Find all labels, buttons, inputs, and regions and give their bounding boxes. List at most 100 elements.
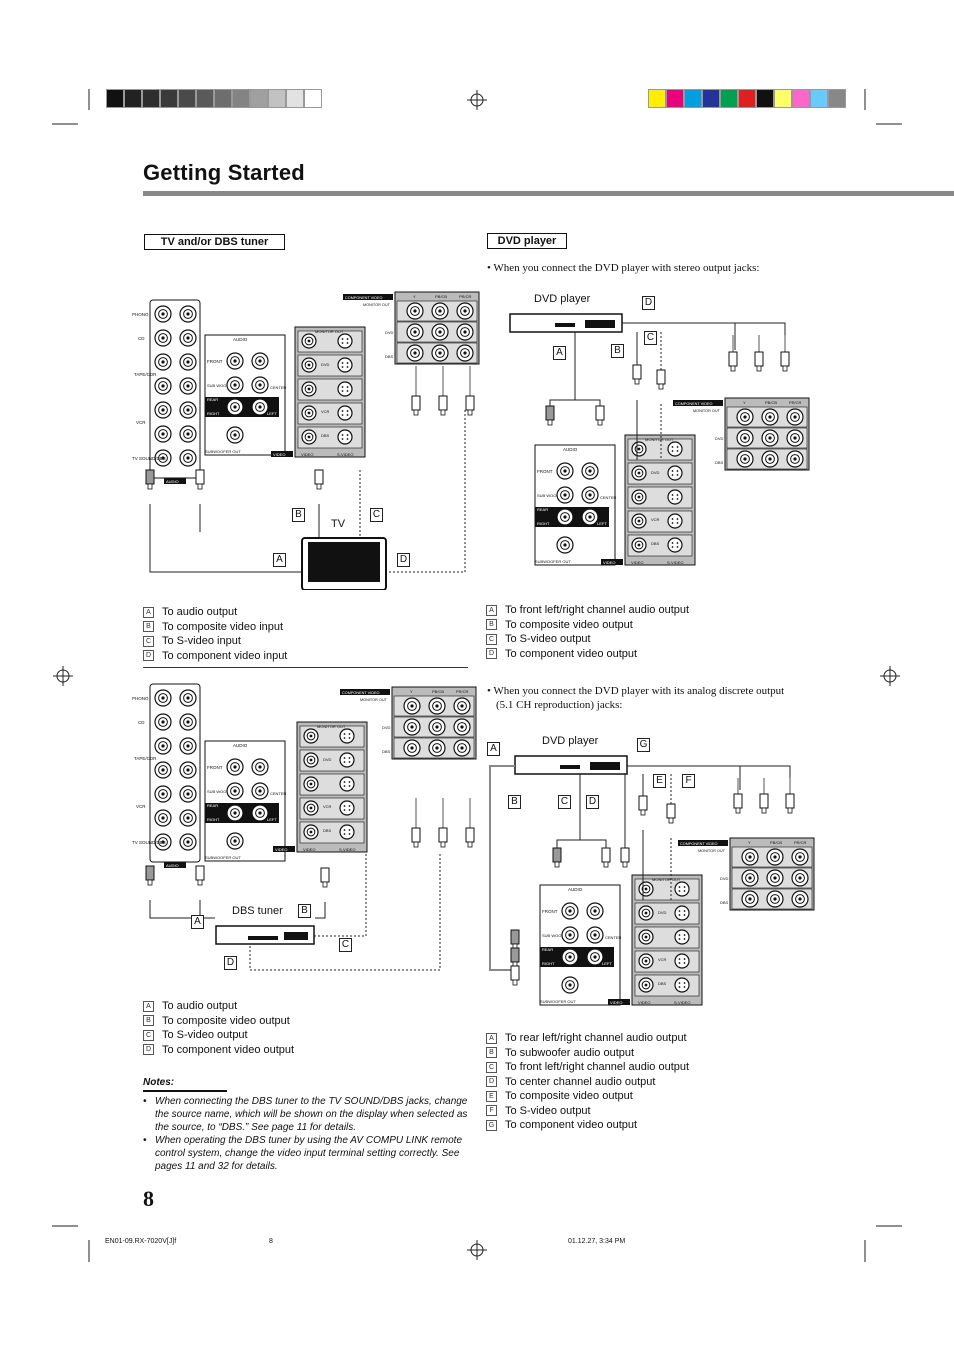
dvd2-key-f: F: [682, 774, 695, 788]
rca-jack-pin: [748, 897, 752, 901]
label-sub-out: SUBWOOFER OUT: [205, 449, 241, 454]
rca-jack-pin: [186, 816, 190, 820]
s-video-pin: [346, 386, 349, 388]
rca-jack-pin: [233, 359, 237, 363]
calib-swatch: [792, 89, 810, 108]
rca-jack-ring: [590, 952, 600, 962]
rca-jack-ring: [407, 701, 417, 711]
dvd-player-label-1: DVD player: [534, 293, 591, 305]
dvd-bullet-discrete-line1: • When you connect the DVD player with i…: [487, 685, 785, 697]
label-center: CENTER: [270, 791, 287, 796]
rca-plug-tip: [147, 879, 153, 886]
s-video-pin: [671, 446, 674, 448]
rca-jack-ring: [560, 540, 570, 550]
s-video-pin: [348, 757, 351, 759]
label-sub-out: SUBWOOFER OUT: [540, 999, 576, 1004]
component-cable-dotted: [385, 410, 466, 573]
label-monitor-out: MONITOR OUT: [315, 329, 344, 334]
rca-plug-tip: [640, 809, 646, 816]
dvd2-key-g: G: [637, 738, 650, 752]
s-video-pin: [343, 737, 346, 739]
rca-jack-ring: [230, 786, 240, 796]
label-dvd: DVD: [651, 470, 660, 475]
dvd2-key-d: D: [586, 795, 599, 809]
label-pb: PB/CB: [435, 294, 447, 299]
rca-jack-pin: [186, 384, 190, 388]
svideo-cable: [312, 854, 367, 937]
s-video-pin: [676, 522, 679, 524]
s-video-pin: [678, 910, 681, 912]
rca-plug-tip: [761, 807, 767, 814]
rca-jack-pin: [186, 360, 190, 364]
s-video-pin: [348, 737, 351, 739]
rca-jack-ring: [230, 356, 240, 366]
label-sub-out: SUBWOOFER OUT: [205, 855, 241, 860]
s-video-jack: [339, 776, 355, 792]
s-video-pin: [678, 890, 681, 892]
rca-jack-ring: [410, 327, 420, 337]
label-audio-mid: AUDIO: [568, 887, 583, 892]
s-video-pin: [346, 438, 349, 440]
rca-jack-pin: [186, 432, 190, 436]
label-comp-dbs: DBS: [715, 460, 724, 465]
s-video-pin: [683, 914, 686, 916]
s-video-pin: [678, 934, 681, 936]
rca-jack-pin: [258, 359, 262, 363]
rca-jack-ring: [158, 429, 168, 439]
rca-jack-ring: [158, 837, 168, 847]
rca-plug-tip: [730, 365, 736, 372]
rca-plug-tip: [603, 861, 609, 868]
rca-jack-ring: [255, 402, 265, 412]
rca-plug-tip: [413, 409, 419, 416]
speaker-panel: [539, 884, 621, 1006]
s-video-jack: [674, 953, 690, 969]
label-comp-dbs: DBS: [720, 900, 729, 905]
s-video-pin: [348, 761, 351, 763]
rca-jack-ring: [641, 908, 651, 918]
s-video-jack: [667, 465, 683, 481]
rca-plug-tip: [413, 841, 419, 848]
label-right: RIGHT: [207, 411, 220, 416]
rca-jack-pin: [593, 933, 597, 937]
rca-jack-pin: [161, 696, 165, 700]
s-video-pin: [676, 542, 679, 544]
label-vcr-v: VCR: [321, 409, 330, 414]
calib-swatch: [250, 89, 268, 108]
rca-jack-pin: [161, 816, 165, 820]
dvd-bullet-stereo: • When you connect the DVD player with s…: [487, 262, 760, 274]
rca-jack-ring: [230, 762, 240, 772]
rca-jack-pin: [563, 469, 567, 473]
label-cd: CD: [138, 336, 145, 341]
label-vcr-v: VCR: [658, 957, 667, 962]
s-video-pin: [341, 366, 344, 368]
rca-plug-tip: [197, 483, 203, 490]
label-rear: REAR: [542, 947, 553, 952]
rca-jack-pin: [568, 909, 572, 913]
calib-swatch: [106, 89, 124, 108]
rca-jack-ring: [432, 743, 442, 753]
label-left: LEFT: [602, 961, 612, 966]
rca-plug-tip: [622, 861, 628, 868]
rca-jack-pin: [233, 839, 237, 843]
rca-plug: [552, 847, 562, 863]
label-component: COMPONENT VIDEO: [345, 296, 383, 300]
rca-jack-ring: [565, 952, 575, 962]
label-center: CENTER: [600, 495, 617, 500]
rca-jack-ring: [183, 357, 193, 367]
rca-jack-ring: [565, 980, 575, 990]
label-rear: REAR: [207, 803, 218, 808]
s-video-pin: [348, 829, 351, 831]
rca-jack-ring: [255, 356, 265, 366]
rca-jack-ring: [306, 803, 316, 813]
s-video-pin: [346, 342, 349, 344]
rca-plug-tip: [440, 841, 446, 848]
rca-jack-ring: [435, 327, 445, 337]
rca-jack-ring: [435, 348, 445, 358]
s-video-jack: [337, 333, 353, 349]
s-video-pin: [348, 805, 351, 807]
